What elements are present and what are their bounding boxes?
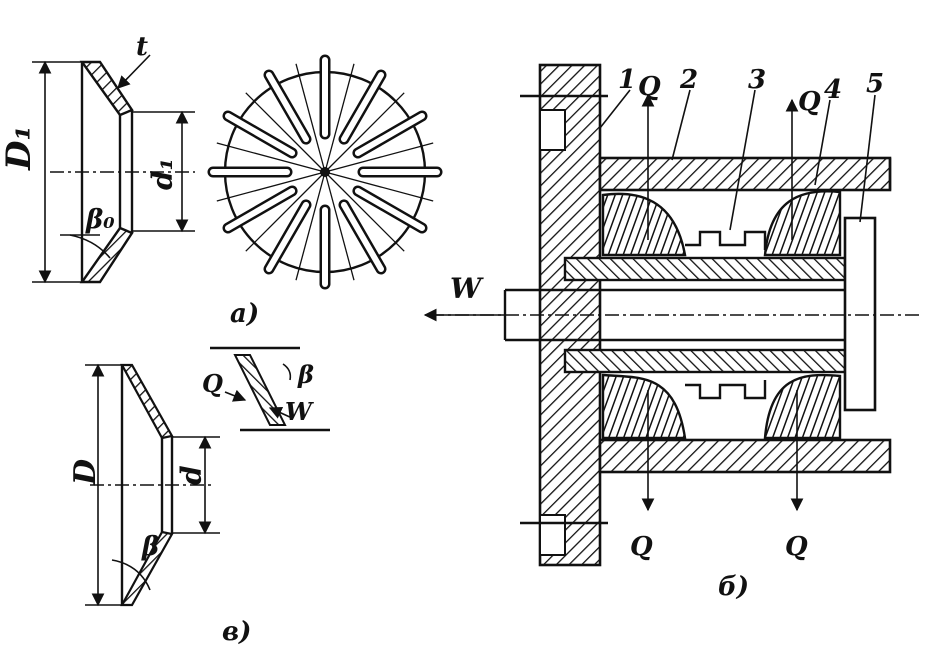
label-t: t [136, 32, 148, 62]
label-n4: 4 [824, 75, 842, 105]
label-D: D [68, 459, 103, 486]
label-n3: 3 [748, 65, 766, 95]
label-beta-detail: β [297, 360, 314, 389]
label-beta0: β₀ [85, 205, 115, 235]
label-sub-v: в) [222, 617, 251, 647]
label-D1: D₁ [0, 126, 39, 171]
label-Q-top-left: Q [638, 72, 661, 102]
label-sub-a: а) [230, 299, 259, 329]
label-n2: 2 [679, 65, 698, 95]
label-n5: 5 [866, 69, 884, 99]
label-beta-v: β [141, 532, 159, 562]
label-Q-top-right: Q [798, 87, 821, 117]
label-d1: d₁ [146, 158, 179, 190]
label-W-v: W [285, 397, 314, 426]
assembly-section-b [423, 63, 920, 567]
label-sub-b: б) [718, 572, 749, 602]
label-W: W [450, 272, 484, 305]
label-Q-bottom-right: Q [785, 532, 808, 562]
label-Q-bottom-left: Q [630, 532, 653, 562]
washer-section-v [85, 346, 330, 607]
label-n1: 1 [618, 65, 636, 95]
label-Q-v: Q [202, 369, 223, 398]
washer-section-a [32, 54, 195, 284]
slotted-washer-view [207, 54, 443, 290]
label-d: d [175, 465, 208, 485]
